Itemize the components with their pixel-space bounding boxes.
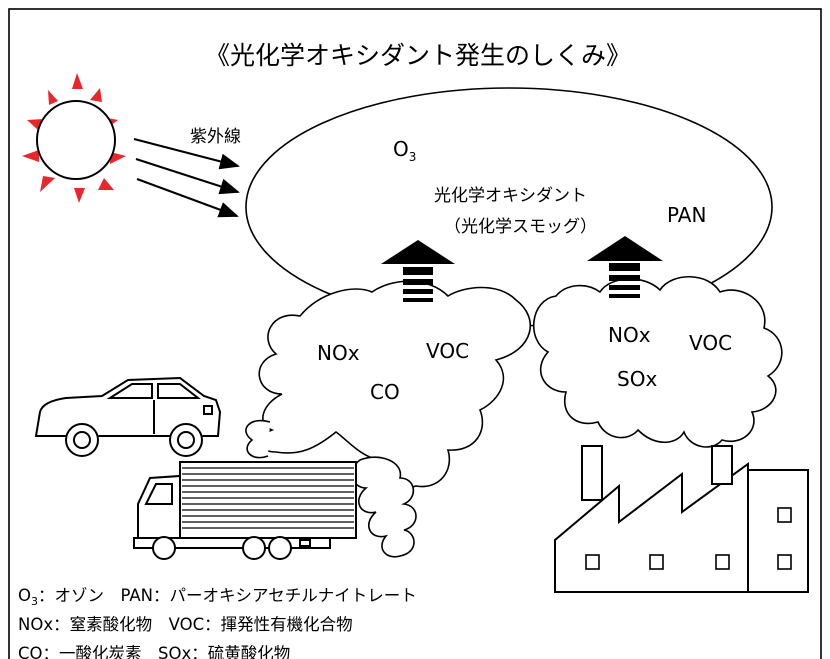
car-voc-label: VOC <box>426 339 469 363</box>
car-icon <box>34 376 222 457</box>
factory-sox-label: SOx <box>617 367 657 391</box>
frame <box>8 8 822 659</box>
truck-exhaust-cloud <box>351 456 417 558</box>
diagram-title: 《光化学オキシダント発生のしくみ》 <box>205 41 631 70</box>
car-co-label: CO <box>370 380 400 404</box>
truck-icon <box>133 461 357 560</box>
legend-line-3: CO：一酸化炭素 SOx：硫黄酸化物 <box>18 644 290 659</box>
legend-line-1: O3：オゾン PAN：パーオキシアセチルナイトレート <box>18 586 417 608</box>
factory-icon <box>554 445 809 593</box>
factory-exhaust-cloud <box>533 276 783 448</box>
car-nox-label: NOx <box>317 341 360 365</box>
factory-nox-label: NOx <box>608 323 651 347</box>
factory-voc-label: VOC <box>689 331 732 355</box>
pan-label: PAN <box>667 203 706 227</box>
oxidant-label: 光化学オキシダント <box>434 186 587 206</box>
up-arrow-icon <box>381 240 455 302</box>
car-exhaust-cloud <box>258 280 531 489</box>
uv-label: 紫外線 <box>190 127 241 147</box>
up-arrow-icon <box>587 236 663 298</box>
o3-label: O3 <box>393 137 416 164</box>
legend: O3：オゾン PAN：パーオキシアセチルナイトレート NOx：窒素酸化物 VOC… <box>18 586 417 659</box>
smog-label: （光化学スモッグ） <box>444 217 597 237</box>
uv-rays <box>133 138 240 218</box>
sun-icon <box>22 73 126 203</box>
legend-line-2: NOx：窒素酸化物 VOC：揮発性有機化合物 <box>18 615 353 634</box>
